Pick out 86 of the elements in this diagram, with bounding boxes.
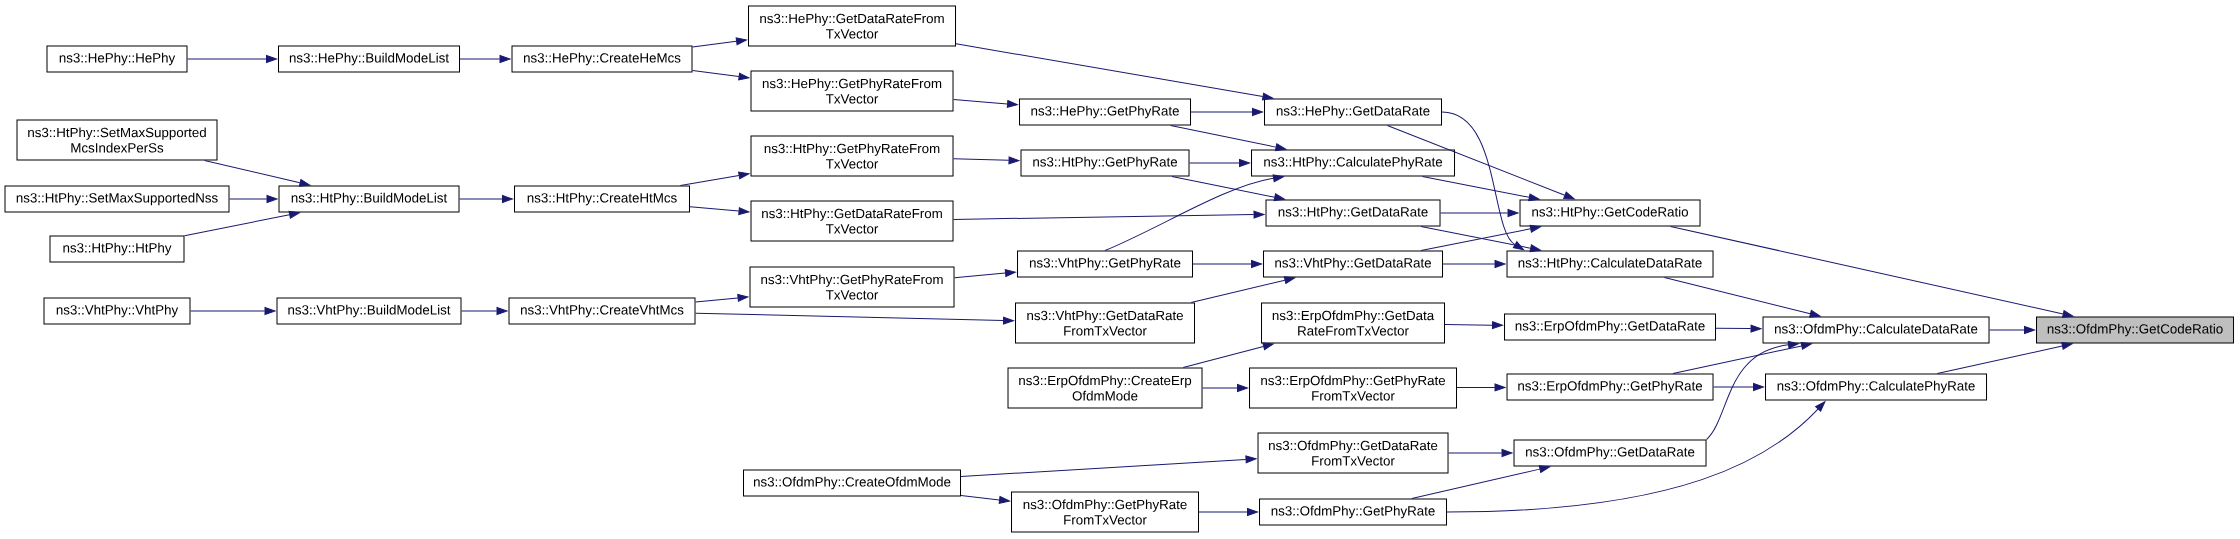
arrow: [1189, 159, 1250, 167]
arrow: [1190, 108, 1263, 116]
arrow: [1448, 449, 1513, 457]
function-box: ns3::ErpOfdmPhy::GetPhyRate: [1506, 373, 1714, 401]
arrow: [1444, 321, 1503, 330]
arrow: [1715, 324, 1762, 333]
function-box: ns3::HtPhy::GetDataRate: [1265, 199, 1441, 227]
arrow: [1440, 209, 1519, 217]
arrow: [1411, 465, 1551, 499]
function-box: ns3::HePhy::GetDataRate: [1264, 98, 1442, 126]
function-box: ns3::VhtPhy::VhtPhy: [43, 297, 191, 325]
function-box: ns3::HtPhy::GetCodeRatio: [1519, 199, 1701, 227]
function-box: ns3::HtPhy::CalculatePhyRate: [1251, 149, 1455, 177]
arrow: [1672, 342, 1812, 374]
arrow: [960, 495, 1010, 504]
function-box: ns3::HtPhy::GetPhyRate: [1020, 149, 1190, 177]
arrow: [1104, 174, 1284, 251]
arrow: [692, 37, 747, 48]
function-box: ns3::HtPhy::GetDataRateFrom TxVector: [750, 200, 954, 242]
arrow: [1190, 276, 1296, 303]
function-box: ns3::HePhy::HePhy: [46, 45, 188, 73]
arrow: [461, 307, 508, 315]
arrow: [187, 55, 277, 63]
arrow: [1713, 383, 1764, 391]
function-box: ns3::VhtPhy::GetPhyRate: [1017, 250, 1193, 278]
arrow: [953, 98, 1018, 108]
arrow: [1446, 401, 1826, 513]
arrow: [204, 160, 311, 187]
function-box: ns3::VhtPhy::GetDataRate FromTxVector: [1015, 302, 1195, 344]
function-box: ns3::OfdmPhy::CalculateDataRate: [1762, 316, 1990, 344]
arrow: [1706, 340, 1799, 440]
function-box: ns3::OfdmPhy::GetDataRate FromTxVector: [1257, 432, 1449, 474]
arrow: [689, 206, 750, 215]
function-box: ns3::ErpOfdmPhy::CreateErp OfdmMode: [1007, 367, 1203, 409]
arrow: [953, 210, 1265, 220]
arrow: [1442, 260, 1506, 268]
function-box: ns3::HePhy::GetPhyRateFrom TxVector: [750, 70, 954, 112]
function-box: ns3::OfdmPhy::CalculatePhyRate: [1765, 373, 1988, 401]
function-box: ns3::OfdmPhy::GetPhyRate: [1259, 498, 1447, 526]
arrow: [1202, 384, 1248, 392]
arrow: [1456, 383, 1506, 392]
arrow: [1198, 508, 1258, 516]
arrow: [1989, 326, 2035, 334]
function-box: ns3::ErpOfdmPhy::GetDataRate: [1504, 313, 1717, 341]
function-box: ns3::HtPhy::SetMaxSupported McsIndexPerSs: [16, 119, 218, 161]
arrow: [1182, 342, 1274, 368]
function-box: ns3::ErpOfdmPhy::GetData RateFromTxVector: [1261, 302, 1445, 344]
function-box: ns3::ErpOfdmPhy::GetPhyRate FromTxVector: [1249, 367, 1457, 409]
arrow: [459, 55, 511, 63]
function-box: ns3::VhtPhy::BuildModeList: [276, 297, 462, 325]
function-box: ns3::OfdmPhy::GetDataRate: [1513, 439, 1707, 467]
arrow: [1663, 277, 1821, 318]
arrow: [695, 312, 1014, 325]
function-box: ns3::OfdmPhy::GetPhyRate FromTxVector: [1011, 491, 1199, 533]
arrow: [960, 455, 1257, 477]
function-box: ns3::HtPhy::HtPhy: [49, 235, 185, 263]
arrow: [692, 70, 750, 81]
arrow: [190, 307, 276, 315]
function-box: ns3::HePhy::GetPhyRate: [1019, 98, 1191, 126]
arrow: [229, 195, 278, 203]
function-box: ns3::HePhy::GetDataRateFrom TxVector: [748, 5, 956, 47]
arrow: [1386, 125, 1575, 200]
arrow: [184, 210, 300, 237]
function-box: ns3::VhtPhy::GetPhyRateFrom TxVector: [749, 266, 955, 308]
arrow: [695, 294, 749, 303]
arrow: [1171, 176, 1286, 202]
function-box: ns3::VhtPhy::CreateVhtMcs: [508, 297, 696, 325]
arrow: [1170, 125, 1287, 152]
function-box: ns3::HtPhy::BuildModeList: [278, 185, 460, 213]
arrow: [1192, 260, 1262, 268]
function-box: ns3::HePhy::BuildModeList: [278, 45, 460, 73]
function-box: ns3::HtPhy::CalculateDataRate: [1506, 250, 1714, 278]
function-box: ns3::HtPhy::CreateHtMcs: [514, 185, 690, 213]
arrow: [953, 156, 1020, 165]
arrow: [955, 43, 1274, 101]
function-box: ns3::OfdmPhy::CreateOfdmMode: [743, 469, 961, 497]
function-box: ns3::HtPhy::GetPhyRateFrom TxVector: [750, 135, 954, 177]
function-box: ns3::VhtPhy::GetDataRate: [1263, 250, 1443, 278]
function-box: ns3::HtPhy::SetMaxSupportedNss: [4, 185, 230, 213]
arrow: [954, 269, 1016, 279]
arrow: [459, 195, 513, 203]
function-box: ns3::HePhy::CreateHeMcs: [511, 45, 693, 73]
arrow: [679, 171, 750, 186]
function-box: ns3::OfdmPhy::GetCodeRatio: [2036, 316, 2235, 344]
arrow: [1441, 111, 1525, 251]
arrow: [1421, 176, 1540, 202]
